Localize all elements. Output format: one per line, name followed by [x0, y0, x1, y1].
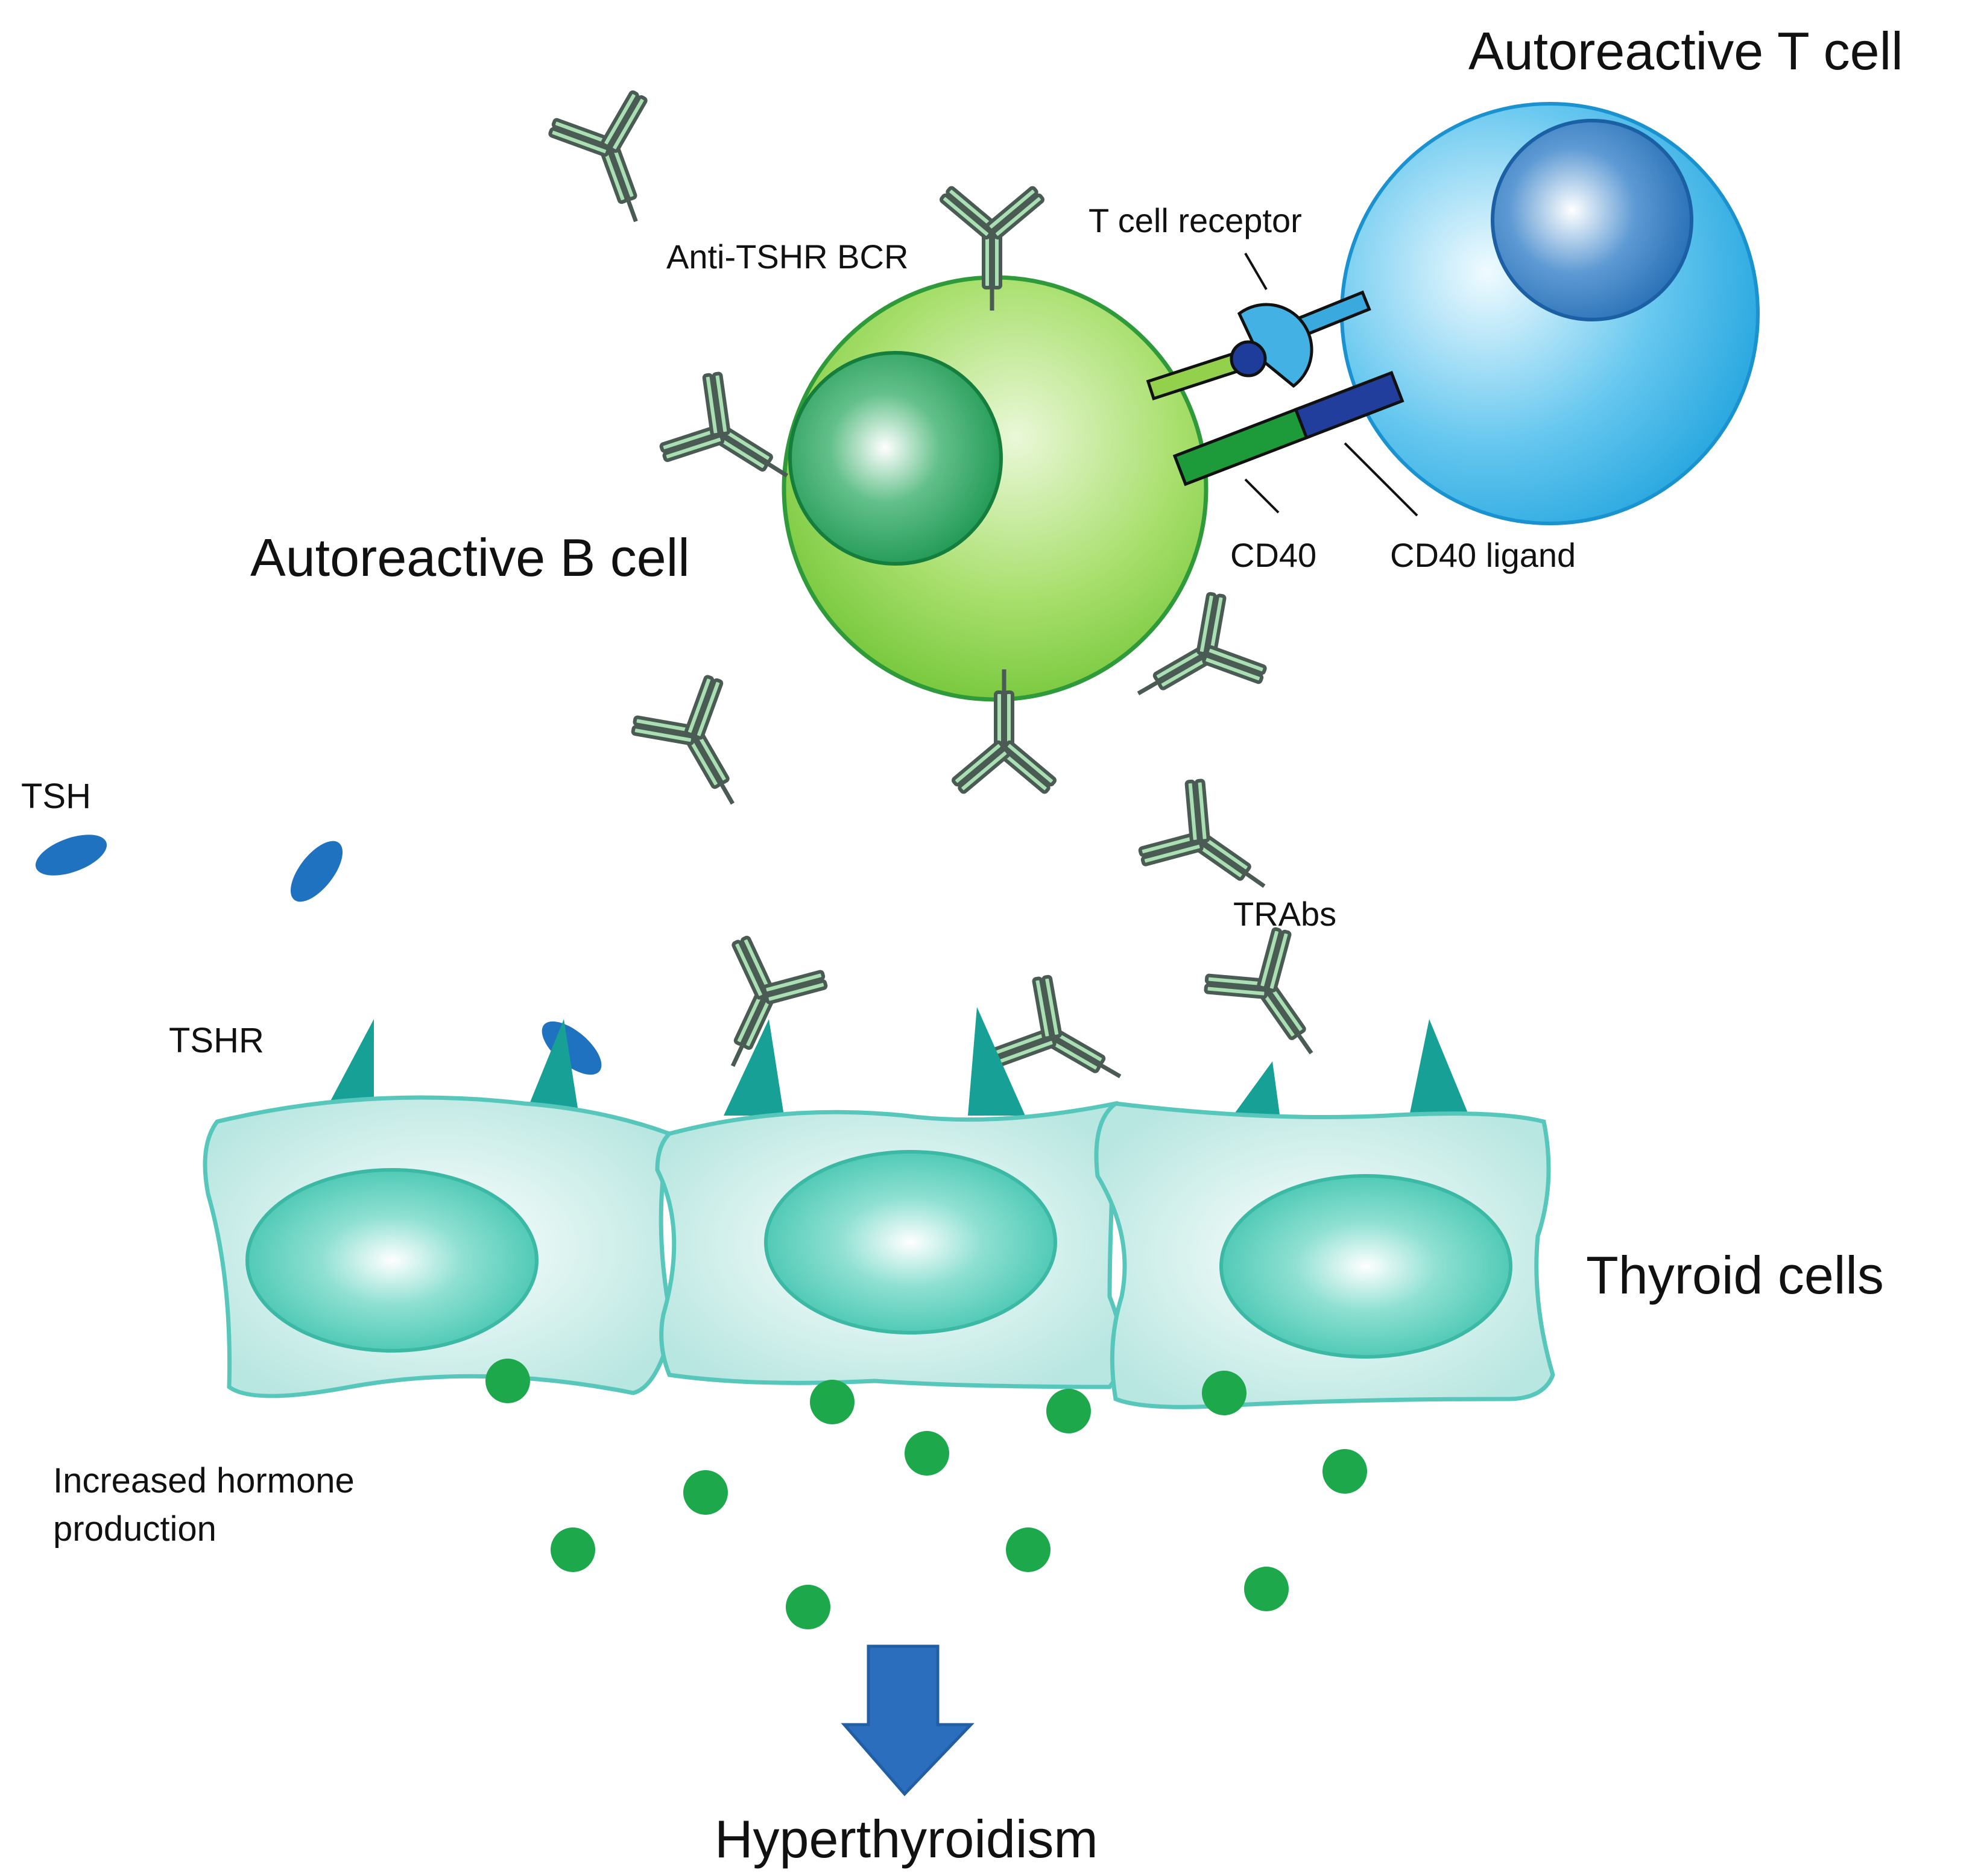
hormone-label-line2: production	[53, 1509, 216, 1549]
tshr-spike	[525, 1019, 579, 1116]
hormone-dot	[1006, 1527, 1051, 1572]
t-cell-receptor	[1237, 290, 1371, 388]
b-cell	[782, 275, 1209, 702]
tsh-molecule	[35, 835, 107, 876]
t-cell-nucleus	[1491, 119, 1693, 321]
tsh-label: TSH	[21, 777, 91, 816]
trabs-label: TRAbs	[1233, 895, 1336, 933]
t-cell	[1340, 102, 1760, 525]
t-cell-label: Autoreactive T cell	[1468, 21, 1903, 81]
hormone-dot	[551, 1527, 595, 1572]
cd40-label: CD40	[1230, 536, 1316, 574]
tsh-molecule	[542, 1021, 602, 1075]
antibody-icon	[626, 671, 777, 829]
hormone-dot	[1046, 1389, 1091, 1433]
antibody-icon	[545, 87, 684, 239]
thyroid-cell-group	[203, 1095, 1555, 1409]
t-cell-receptor-pointer	[1244, 252, 1268, 291]
b-cell-nucleus	[788, 351, 1003, 566]
tshr-spike	[968, 1007, 1025, 1116]
hormone-dot	[905, 1431, 949, 1476]
tsh-molecule	[290, 841, 343, 902]
t-cell-receptor-label: T cell receptor	[1089, 201, 1302, 239]
thyroid-nucleus	[764, 1150, 1057, 1334]
hormone-label-line1: Increased hormone	[53, 1461, 355, 1500]
thyroid-cell	[1094, 1101, 1555, 1409]
tshr-spike	[1408, 1019, 1471, 1122]
cd40-cd40l-complex	[1172, 370, 1405, 487]
thyroid-cell	[655, 1101, 1124, 1389]
hormone-dot	[1322, 1449, 1367, 1494]
tshr-label: TSHR	[169, 1021, 264, 1060]
cd40-ligand-pointer	[1344, 442, 1418, 517]
hormone-dot	[1244, 1567, 1289, 1611]
hormone-dot	[485, 1359, 530, 1403]
thyroid-cell	[203, 1095, 675, 1398]
tshr-spike	[323, 1019, 374, 1116]
thyroid-nucleus	[245, 1168, 539, 1353]
anti-tshr-bcr-label: Anti-TSHR BCR	[666, 238, 908, 276]
antibody-icon	[1198, 922, 1354, 1082]
hormone-dot	[1202, 1371, 1247, 1415]
thyroid-cells-label: Thyroid cells	[1586, 1245, 1884, 1305]
hormone-dot	[810, 1380, 855, 1424]
tshr-spike	[724, 1019, 784, 1116]
mhc-peptide	[1146, 340, 1267, 401]
hormone-dot	[786, 1585, 830, 1629]
tshr-receptors	[323, 1007, 1471, 1128]
cd40-ligand-label: CD40 ligand	[1390, 536, 1576, 574]
cd40-pointer	[1244, 478, 1280, 514]
hormone-dot	[683, 1470, 728, 1515]
hormone-molecules	[485, 1359, 1367, 1629]
tshr-spike	[1224, 1061, 1281, 1128]
down-arrow	[841, 1644, 975, 1796]
outcome-label: Hyperthyroidism	[715, 1809, 1098, 1869]
cd40-ligand-bar	[1294, 370, 1405, 440]
thyroid-nucleus	[1219, 1174, 1512, 1359]
b-cell-label: Autoreactive B cell	[250, 528, 690, 587]
